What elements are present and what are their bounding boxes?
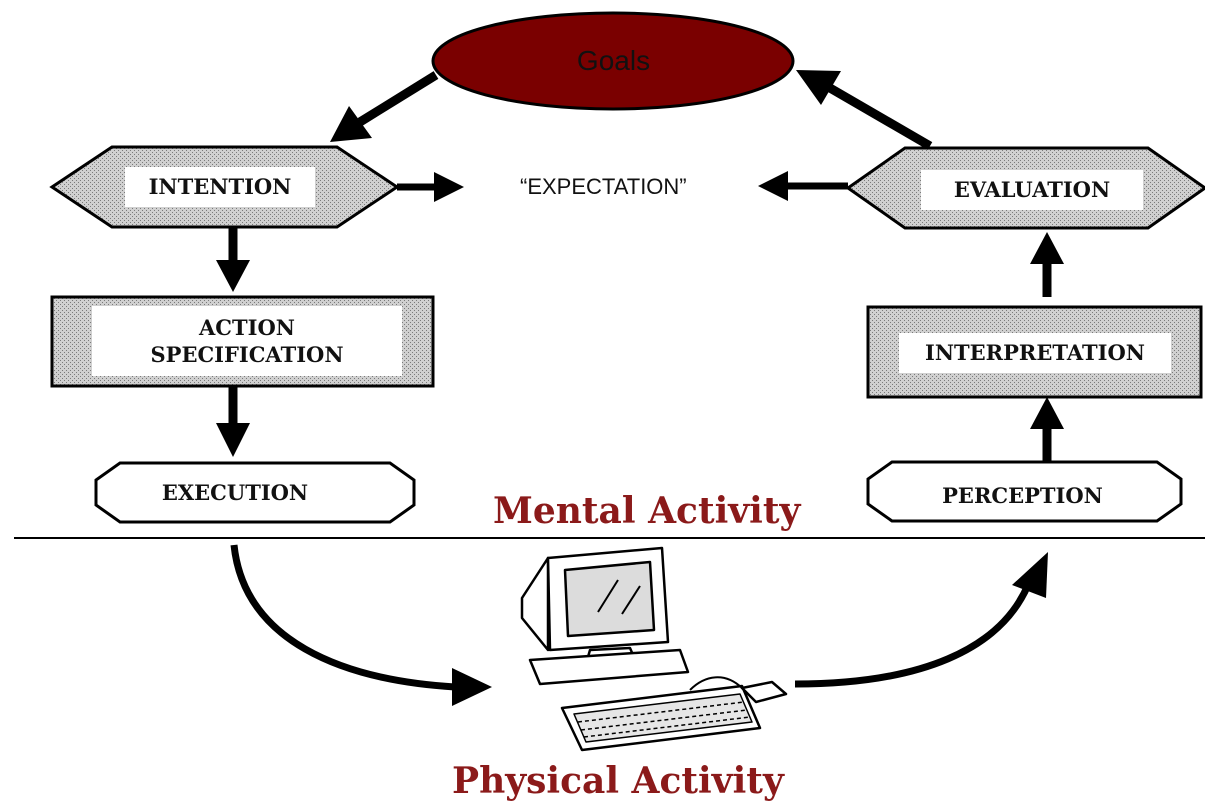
interpretation-label: INTERPRETATION — [899, 333, 1171, 373]
action-to-execution-arrowhead — [216, 423, 250, 457]
goals-to-intention-arrow — [357, 71, 439, 126]
execution-octagon — [94, 461, 416, 524]
interpretation-to-evaluation-arrowhead — [1030, 232, 1064, 264]
action-specification-line-1: ACTION — [199, 314, 295, 340]
goals-ellipse — [431, 11, 795, 111]
expectation-label: “EXPECTATION” — [520, 174, 687, 199]
mental-activity-label: Mental Activity — [493, 490, 801, 532]
computer-to-perception-arrowhead — [1012, 552, 1048, 598]
intention-to-action-arrowhead — [216, 260, 250, 292]
computer-to-perception-curve — [794, 583, 1032, 688]
execution-to-computer-curve — [230, 544, 456, 691]
execution-to-computer-arrowhead — [452, 668, 492, 706]
perception-to-interpretation-arrowhead — [1030, 397, 1064, 429]
perception-label: PERCEPTION — [942, 483, 1103, 509]
action-specification-label: ACTION SPECIFICATION — [92, 306, 402, 376]
goals-label: Goals — [576, 45, 651, 76]
evaluation-to-goals-arrowhead — [796, 70, 841, 105]
evaluation-label: EVALUATION — [921, 170, 1143, 210]
action-specification-line-2: SPECIFICATION — [150, 342, 344, 367]
goals-to-intention-arrowhead — [330, 106, 372, 142]
perception-octagon — [866, 460, 1183, 523]
intention-to-expectation-arrowhead — [434, 172, 464, 202]
execution-label: EXECUTION — [161, 480, 309, 506]
evaluation-to-expectation-arrowhead — [758, 171, 788, 201]
evaluation-to-goals-arrow — [827, 84, 933, 150]
intention-label: INTENTION — [125, 167, 315, 207]
computer-icon — [520, 546, 788, 752]
physical-activity-label: Physical Activity — [452, 760, 784, 802]
